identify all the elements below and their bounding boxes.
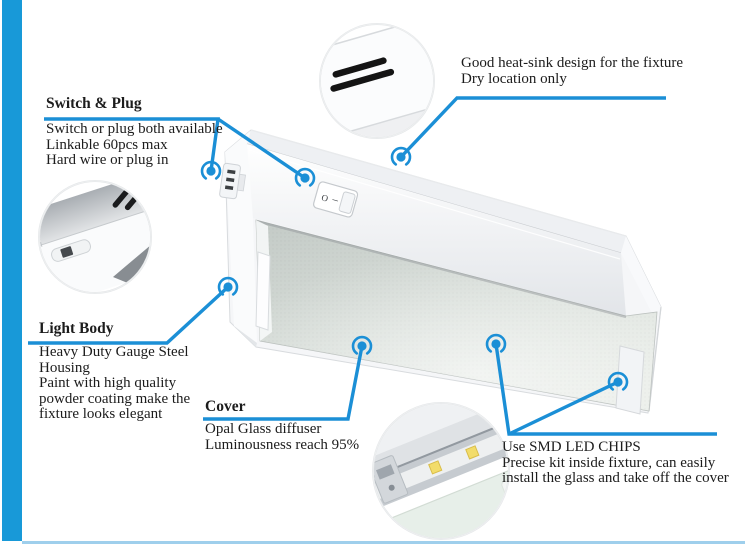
callout-light-body-title: Light Body: [39, 320, 114, 337]
plug-slot: [224, 185, 234, 190]
end-bracket: [374, 455, 409, 504]
inset-ring: [372, 402, 510, 540]
callout-line: Linkable 60pcs max: [46, 136, 168, 153]
callout-smd-led: Use SMD LED CHIPS Precise kit inside fix…: [502, 439, 729, 487]
leader-heatsink: [399, 96, 666, 159]
callout-line: Heavy Duty Gauge Steel: [39, 344, 189, 360]
right-mounting-tab: [615, 345, 645, 415]
left-accent-bar: [2, 0, 22, 541]
bracket-screw: [388, 484, 395, 491]
inset-heatsink-detail: [319, 23, 435, 139]
callout-line: powder coating make the: [39, 390, 191, 407]
marker-dot-cover: [351, 335, 373, 355]
leader-smd-b: [508, 380, 619, 436]
marker-dot-plug: [200, 160, 222, 180]
leader-cover: [203, 345, 364, 421]
callout-cover: Cover Opal Glass diffuser Luminousness r…: [205, 398, 359, 453]
leader-light-body: [28, 285, 230, 345]
callout-line: Hard wire or plug in: [46, 152, 169, 168]
marker-dot-light-body: [217, 276, 239, 296]
callout-markers: [200, 146, 629, 391]
housing-wall-top: [374, 404, 508, 466]
rocker-button: [338, 191, 356, 214]
marker-dot-switch: [294, 167, 316, 187]
switch-rating-label: 20 LM: [34, 232, 44, 248]
callout-line: Good heat-sink design for the fixture: [461, 55, 684, 71]
bottom-accent-line: [22, 541, 745, 544]
callout-line: Dry location only: [461, 70, 567, 87]
end-plug: [219, 162, 246, 200]
marker-dot-smd-1: [485, 333, 507, 353]
inset-ring: [38, 180, 152, 294]
callout-switch-plug: Switch & Plug Switch or plug both availa…: [46, 95, 223, 169]
marker-dot-smd-2: [607, 371, 629, 391]
plug-slot: [227, 169, 236, 175]
callout-line: fixture looks elegant: [39, 406, 163, 422]
left-spring-clip: [255, 251, 271, 331]
leader-switch-plug-b: [217, 117, 306, 180]
heat-vent-slot: [330, 68, 395, 92]
inset-switch-detail: 20 LM: [34, 180, 152, 294]
inset-ring: [319, 23, 435, 139]
callout-line: Luminousness reach 95%: [205, 436, 360, 453]
band-sheen: [248, 149, 621, 260]
callout-switch-plug-title: Switch & Plug: [46, 95, 142, 112]
switch-off-mark: O: [320, 192, 329, 204]
fold-line: [40, 204, 150, 253]
callout-cover-title: Cover: [205, 398, 246, 415]
inset-led-detail: [372, 402, 510, 540]
callout-line: Paint with high quality: [39, 375, 177, 391]
callout-line: Opal Glass diffuser: [205, 421, 322, 437]
fixture-right-end: [621, 236, 661, 319]
plug-slot: [226, 177, 235, 183]
glass-inner-shadow: [255, 219, 627, 319]
bracket-detail: [376, 464, 395, 480]
rocker-switch: O –: [312, 181, 359, 218]
smd-led-chip: [465, 445, 480, 460]
callout-light-body: Light Body Heavy Duty Gauge Steel Housin…: [39, 320, 190, 423]
right-edge-line: [648, 306, 662, 412]
callout-heatsink: Good heat-sink design for the fixture Dr…: [461, 55, 684, 87]
callout-line: Housing: [39, 359, 90, 376]
glass-glow: [256, 220, 657, 411]
switch-on-mark: –: [330, 193, 340, 206]
glass-sheet: [375, 453, 508, 538]
smd-led-chip: [428, 460, 443, 475]
marker-dot-heatsink: [390, 146, 412, 166]
callout-line: Switch or plug both available: [46, 121, 223, 137]
heat-vent-slot: [332, 57, 387, 78]
callout-line: Precise kit inside fixture, can easily: [502, 454, 716, 471]
fixture-photo: O –: [219, 129, 662, 415]
callout-line: install the glass and take off the cover: [502, 470, 729, 486]
led-strip: [374, 418, 508, 505]
top-edge-highlight: [250, 129, 627, 237]
fixture-endcap-chamfer: [230, 322, 257, 347]
callout-line: Use SMD LED CHIPS: [502, 439, 641, 455]
vent-slot: [112, 188, 130, 208]
fixture-top-face: [247, 130, 626, 253]
slide-switch-nub: [60, 246, 74, 258]
callout-lines: [28, 96, 717, 436]
glass-edge: [375, 452, 508, 526]
